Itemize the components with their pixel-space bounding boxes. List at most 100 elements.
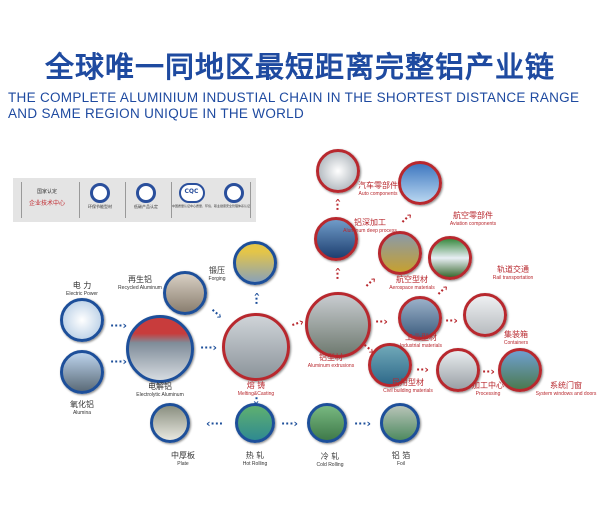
aviation-image	[398, 161, 442, 205]
containers-image	[463, 293, 507, 337]
label-en: System windows and doors	[535, 391, 597, 397]
label-en: Electrolytic Aluminum	[136, 392, 184, 398]
arrow-right-icon: ··›	[445, 314, 458, 327]
label-en: Civil building materials	[383, 388, 433, 394]
subtitle-line-2: AND SAME REGION UNIQUE IN THE WORLD	[8, 106, 305, 121]
system-doors-image	[498, 348, 542, 392]
label-zh: 汽车零部件	[358, 181, 398, 190]
seal-icon	[223, 183, 244, 203]
label-zh: 电解铝	[147, 382, 172, 391]
label-zh: 电 力	[72, 281, 92, 290]
label-zh: 加工中心	[472, 381, 504, 390]
auto-image	[316, 149, 360, 193]
cert-eco: 环保节能型材	[79, 182, 120, 218]
label-zh: 航空型材	[395, 275, 428, 284]
cert-label: 环保节能型材	[88, 204, 112, 209]
label-zh: 锻压	[208, 266, 225, 275]
arrow-right-icon: ··›	[416, 363, 429, 376]
civil-image	[368, 343, 412, 387]
label-zh: 航空零部件	[452, 211, 493, 220]
label-zh: 热 轧	[245, 451, 265, 460]
cert-label: 低碳产品认定	[134, 204, 158, 209]
arrow-right-icon: ···›	[200, 341, 218, 354]
label-en: Processing	[475, 391, 501, 397]
cert-label: 企业技术中心	[28, 200, 65, 207]
cert-cqc: CQC 中国质量认证中心质量、环境、职业健康安全管理体系认证	[171, 182, 251, 218]
subtitle-line-1: THE COMPLETE ALUMINIUM INDUSTIAL CHAIN I…	[8, 90, 580, 105]
alumina-image	[60, 350, 104, 394]
label-en: Containers	[503, 340, 529, 346]
label-zh: 铝深加工	[353, 218, 386, 227]
label-zh: 氧化铝	[70, 400, 94, 409]
label-zh: 系统门窗	[550, 381, 582, 390]
arrow-up-icon: ··›	[249, 292, 263, 305]
label-en: Aerospace materials	[389, 285, 435, 291]
label-en: Hot Rolling	[242, 461, 268, 467]
cert-label: 中国质量认证中心质量、环境、职业健康安全管理体系认证	[172, 204, 251, 208]
foil-image	[380, 403, 420, 443]
arrow-diag-icon: ··›	[207, 304, 226, 323]
label-en: Alumina	[72, 410, 92, 416]
page-title: 全球唯一同地区最短距离完整铝产业链	[44, 50, 555, 84]
industrial-image	[398, 296, 442, 340]
label-zh: 铝 箔	[391, 451, 411, 460]
label-zh: 冷 轧	[320, 452, 340, 461]
aerospace-image	[378, 231, 422, 275]
cert-low-carbon: 低碳产品认定	[125, 182, 166, 218]
cqc-logo-icon: CQC	[178, 183, 205, 203]
seal-icon	[90, 183, 110, 203]
certificates-bar: 国家认定 企业技术中心 环保节能型材 低碳产品认定 CQC 中国质量认证中心质量…	[13, 178, 256, 222]
seal-icon	[136, 183, 156, 203]
label-en: Rail transportation	[492, 275, 534, 281]
arrow-right-icon: ··›	[289, 315, 306, 332]
label-en: Auto components	[358, 191, 398, 197]
label-zh: 民用型材	[392, 378, 424, 387]
label-zh: 中厚板	[171, 451, 195, 460]
label-zh: 熔 铸	[246, 381, 266, 390]
recycled-image	[163, 271, 207, 315]
arrow-right-icon: ···›	[110, 355, 128, 368]
arrow-diag-icon: ··›	[361, 273, 380, 292]
arrow-down-icon: ·›	[249, 396, 263, 405]
label-en: Foil	[396, 461, 406, 467]
label-zh: 工业型材	[405, 333, 437, 342]
arrow-right-icon: ···›	[281, 417, 299, 430]
label-zh: 再生铝	[128, 275, 152, 284]
label-en: Electric Power	[66, 291, 98, 297]
label-zh: 铝型材	[319, 353, 343, 362]
extrusions-image	[305, 292, 371, 358]
hot-rolling-image	[235, 403, 275, 443]
arrow-right-icon: ··›	[375, 315, 388, 328]
label-en: Cold Rolling	[316, 462, 344, 468]
rail-image	[428, 236, 472, 280]
arrow-up-icon: ··›	[330, 198, 344, 211]
label-zh: 集装箱	[504, 330, 528, 339]
processing-image	[436, 348, 480, 392]
forging-image	[233, 241, 277, 285]
label-en: Aviation components	[449, 221, 497, 227]
electric-power-image	[60, 298, 104, 342]
label-en: Aluminum extrusions	[307, 363, 355, 369]
label-en: Melting&Casting	[237, 391, 275, 397]
label-en: Industrial materials	[400, 343, 442, 349]
cert-tech-center: 国家认定 企业技术中心	[21, 182, 72, 218]
